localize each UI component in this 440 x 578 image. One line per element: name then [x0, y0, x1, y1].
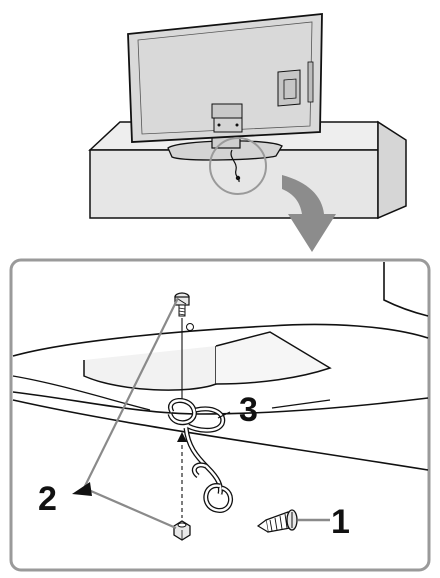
callout-1-label: 1 — [331, 503, 350, 541]
nut-icon — [174, 521, 190, 540]
overview-screw — [236, 176, 240, 180]
tv-back — [128, 14, 322, 142]
callout-3-label: 3 — [239, 391, 258, 429]
detail-view: 1 2 3 — [11, 260, 429, 570]
callout-2-label: 2 — [38, 480, 57, 518]
overview-illustration — [90, 14, 406, 252]
